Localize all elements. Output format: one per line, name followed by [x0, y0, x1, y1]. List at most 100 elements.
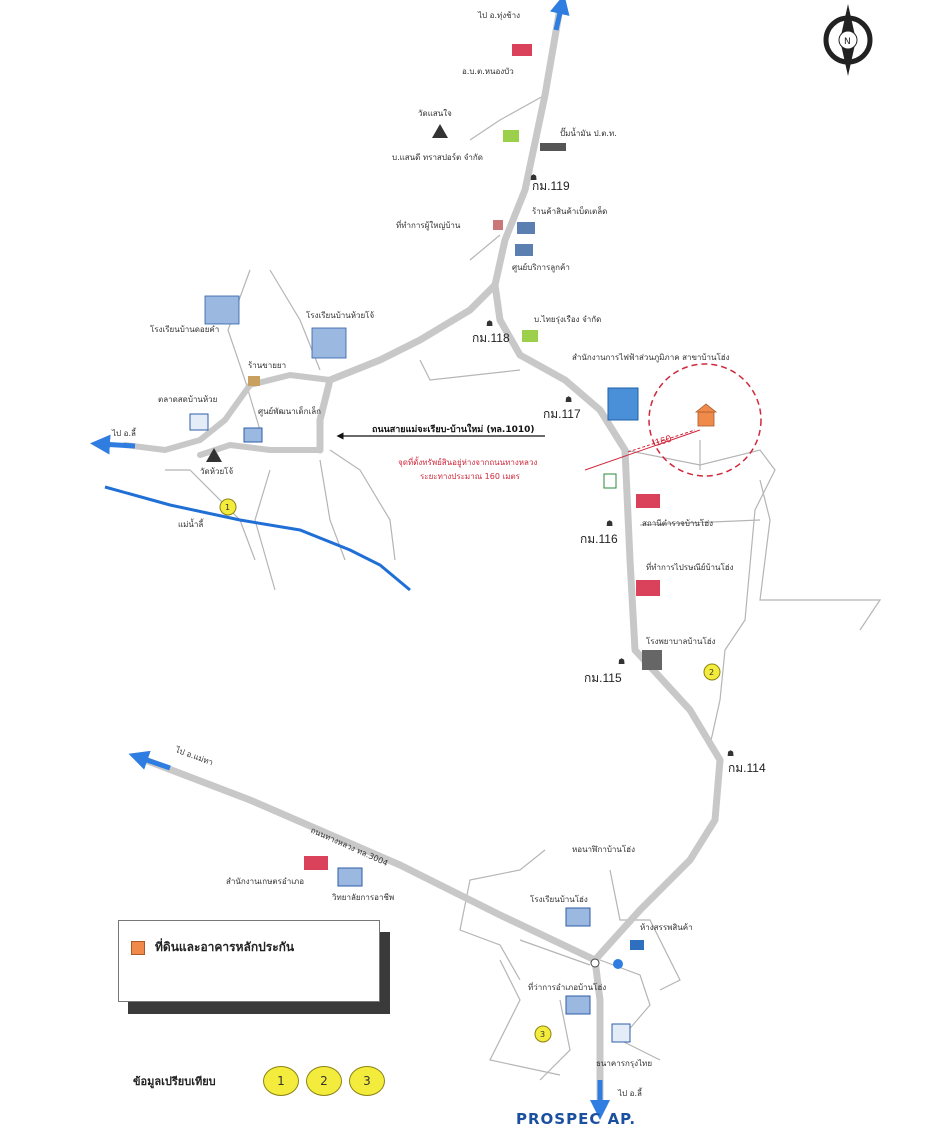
comparable-marker-3-label: 3	[540, 1030, 545, 1039]
place-label: อ.บ.ต.หนองบัว	[462, 67, 514, 76]
river	[104, 485, 411, 592]
km-marker-117: กม.117	[543, 407, 581, 421]
comparable-marker-2[interactable]	[703, 663, 721, 681]
arrow-west	[90, 434, 136, 455]
local-roads	[165, 94, 882, 1081]
center-icon	[243, 427, 263, 443]
school-icon	[565, 907, 591, 927]
km-marker-119: กม.119	[532, 179, 570, 193]
comparison-badge-1[interactable]: 1	[263, 1066, 299, 1096]
distance-badge: 160	[654, 434, 673, 449]
comparable-marker-1[interactable]	[219, 498, 237, 516]
north-arrow-icon	[840, 4, 856, 40]
label-to-west: ไป อ.ลี้	[111, 427, 137, 438]
km-marker-118: กม.118	[472, 331, 510, 345]
place-label: ที่ทำการผู้ใหญ่บ้าน	[396, 219, 461, 231]
place-label: ที่ทำการไปรษณีย์บ้านโฮ่ง	[646, 561, 734, 572]
legend-label: ที่ดินและอาคารหลักประกัน	[155, 940, 295, 954]
store-icon	[515, 244, 533, 256]
label-to-northwest: ไป อ.แม่ทา	[173, 745, 214, 767]
place-label: ศูนย์พัฒนาเด็กเล็ก	[258, 406, 321, 417]
power-office-icon	[607, 387, 639, 421]
temple-icon	[206, 448, 222, 462]
bank-icon	[611, 1023, 631, 1043]
store-icon	[517, 222, 535, 234]
place-label: บ.ไทยรุ่งเรือง จำกัด	[534, 315, 601, 324]
hospital-icon	[642, 650, 662, 670]
school-flag-icon	[204, 295, 240, 325]
school-flag-icon	[311, 327, 347, 359]
label-river: แม่น้ำลี้	[178, 518, 204, 529]
agri-office-icon	[304, 856, 328, 870]
place-label: โรงเรียนบ้านดอยคำ	[150, 324, 219, 334]
place-label: โรงเรียนบ้านห้วยโจ้	[306, 310, 374, 320]
post-office-icon	[636, 580, 660, 596]
access-note-2: ระยะทางประมาณ 160 เมตร	[420, 472, 521, 481]
km-icon: ☗	[565, 395, 572, 404]
comparison-badge-2[interactable]: 2	[306, 1066, 342, 1096]
subject-radius	[648, 363, 762, 477]
subject-property-icon	[694, 403, 718, 427]
place-label: ธนาคารกรุงไทย	[596, 1059, 652, 1068]
comparable-marker-2-label: 2	[709, 668, 714, 677]
place-label: โรงเรียนบ้านโฮ่ง	[530, 894, 588, 904]
comparison-badge-3[interactable]: 3	[349, 1066, 385, 1096]
km-marker-116: กม.116	[580, 532, 618, 546]
place-label: ศูนย์บริการลูกค้า	[512, 262, 570, 273]
place-label: สถานีตำรวจบ้านโฮ่ง	[642, 518, 713, 528]
seven-eleven-icon	[603, 473, 617, 489]
mall-icon	[630, 940, 644, 950]
km-icon: ☗	[727, 749, 734, 758]
place-label: ห้างสรรพสินค้า	[640, 923, 693, 932]
km-icon: ☗	[606, 519, 613, 528]
comparable-marker-1-label: 1	[225, 503, 230, 512]
landmark-icons	[189, 44, 662, 1043]
place-label: โรงพยาบาลบ้านโฮ่ง	[646, 636, 716, 646]
place-label: สำนักงานเกษตรอำเภอ	[226, 877, 304, 886]
brand-wordmark: PROSPEC AP.	[516, 1110, 637, 1128]
place-labels: อ.บ.ต.หนองบัว วัดแสนใจ บ.แสนดี ทราสปอร์ต…	[150, 67, 734, 1068]
district-office-icon	[565, 995, 591, 1015]
comparison-label: ข้อมูลเปรียบเทียบ	[133, 1075, 216, 1088]
main-roads	[122, 4, 724, 1104]
place-label: หอนาฬิกาบ้านโฮ่ง	[572, 844, 635, 854]
access-pointer	[584, 429, 701, 471]
temple-icon	[432, 124, 448, 138]
legend: ที่ดินและอาคารหลักประกัน	[118, 920, 380, 1002]
legend-swatch-subject	[131, 941, 145, 955]
place-label: บ.แสนดี ทราสปอร์ต จำกัด	[392, 152, 483, 162]
shop-icon	[248, 376, 260, 386]
arrow-north	[550, 0, 570, 31]
compass-rose: N	[823, 4, 873, 76]
place-label: ตลาดสดบ้านห้วย	[158, 395, 217, 404]
place-label: ที่ว่าการอำเภอบ้านโฮ่ง	[528, 981, 606, 992]
km-icon: ☗	[530, 173, 537, 182]
label-to-south: ไป อ.ลี้	[617, 1087, 643, 1098]
house-icon	[503, 130, 519, 142]
college-icon	[337, 867, 363, 887]
label-to-north: ไป อ.ทุ่งช้าง	[477, 11, 520, 20]
place-label: ปั๊มน้ำมัน ป.ต.ท.	[560, 127, 617, 138]
label-highway-1010: ถนนสายแม่จะเรียบ-บ้านใหม่ (ทล.1010)	[372, 423, 535, 435]
place-label: ร้านขายยา	[248, 361, 286, 370]
place-label: วัดแสนใจ	[418, 109, 452, 118]
km-icon: ☗	[486, 319, 493, 328]
access-note-1: จุดที่ตั้งทรัพย์สินอยู่ห่างจากถนนทางหลวง	[398, 456, 537, 468]
place-label: ร้านค้าสินค้าเบ็ดเตล็ด	[532, 206, 607, 216]
roundabout-icon	[613, 959, 623, 969]
distance-arrow	[627, 429, 696, 453]
comparable-marker-3[interactable]	[534, 1025, 552, 1043]
arrow-northwest	[128, 750, 171, 771]
compass-north-label: N	[844, 37, 851, 47]
gas-station-icon	[540, 143, 566, 151]
km-marker-115: กม.115	[584, 671, 622, 685]
clock-tower-icon	[590, 958, 600, 968]
government-icon	[512, 44, 532, 56]
place-label: วิทยาลัยการอาชีพ	[331, 893, 394, 902]
market-icon	[189, 413, 209, 431]
km-markers: ☗ กม.119 ☗ กม.118 ☗ กม.117 ☗ กม.116 ☗ กม…	[472, 173, 766, 775]
km-marker-114: กม.114	[728, 761, 766, 775]
place-label: สำนักงานการไฟฟ้าส่วนภูมิภาค สาขาบ้านโฮ่ง	[572, 352, 730, 363]
km-icon: ☗	[618, 657, 625, 666]
